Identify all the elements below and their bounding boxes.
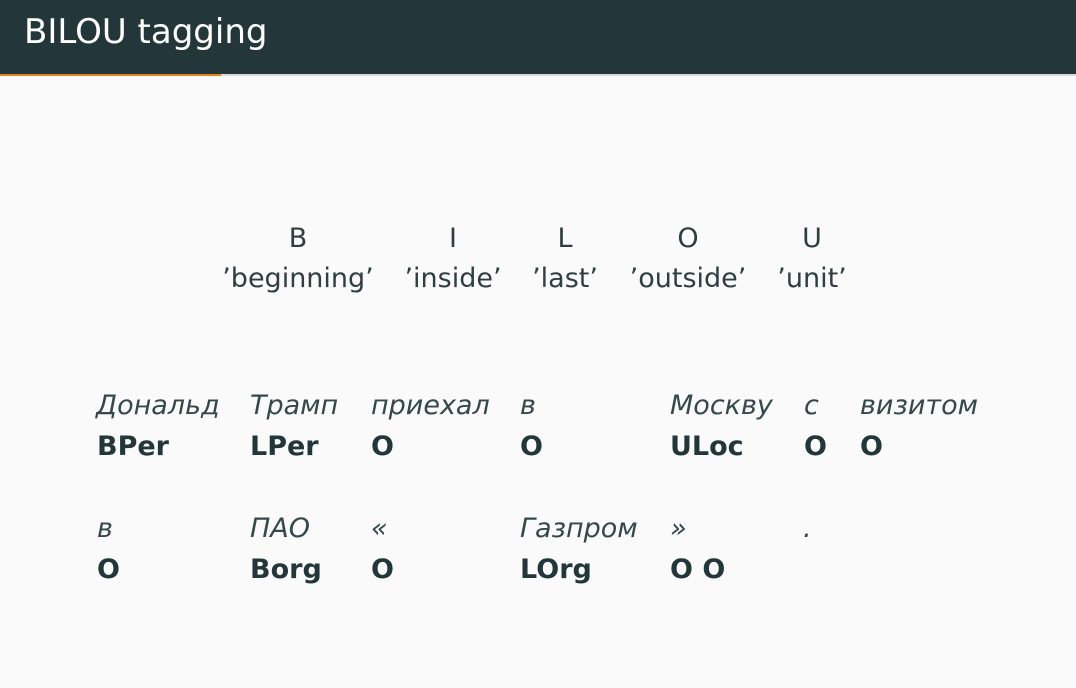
word-token: »: [670, 513, 687, 544]
tag-label: ULoc: [670, 431, 744, 462]
tag-label: O: [371, 431, 394, 462]
word-token: приехал: [371, 390, 490, 421]
tag-label: Borg: [250, 554, 322, 585]
word-token: .: [803, 513, 812, 544]
word-token: визитом: [860, 390, 978, 421]
tag-label: LOrg: [520, 554, 592, 585]
progress-bar: [0, 74, 1076, 76]
word-token: Москву: [670, 390, 773, 421]
progress-bar-fill: [0, 74, 221, 76]
word-token: Дональд: [96, 390, 220, 421]
tag-label: O O: [670, 554, 726, 585]
scheme-letter-l: L: [557, 223, 573, 254]
tag-label: O: [371, 554, 394, 585]
word-token: в: [97, 513, 113, 544]
title-bar: BILOU tagging: [0, 0, 1076, 74]
scheme-letter-o: O: [677, 223, 699, 254]
word-token: Трамп: [250, 390, 339, 421]
scheme-meaning-beginning: ’beginning’: [222, 263, 374, 294]
tag-label: O: [860, 431, 883, 462]
scheme-meaning-outside: ’outside’: [629, 263, 747, 294]
tag-label: O: [97, 554, 120, 585]
scheme-meaning-inside: ’inside’: [404, 263, 502, 294]
word-token: с: [804, 390, 819, 421]
word-token: в: [520, 390, 536, 421]
slide-title: BILOU tagging: [24, 12, 268, 52]
scheme-letter-i: I: [449, 223, 457, 254]
word-token: «: [371, 513, 388, 544]
word-token: ПАО: [250, 513, 311, 544]
scheme-letter-b: B: [288, 223, 308, 254]
scheme-letter-u: U: [802, 223, 822, 254]
tag-label: LPer: [250, 431, 319, 462]
tag-label: O: [804, 431, 827, 462]
scheme-meaning-last: ’last’: [532, 263, 598, 294]
tag-label: O: [520, 431, 543, 462]
tag-label: BPer: [97, 431, 169, 462]
scheme-meaning-unit: ’unit’: [777, 263, 847, 294]
word-token: Газпром: [520, 513, 638, 544]
